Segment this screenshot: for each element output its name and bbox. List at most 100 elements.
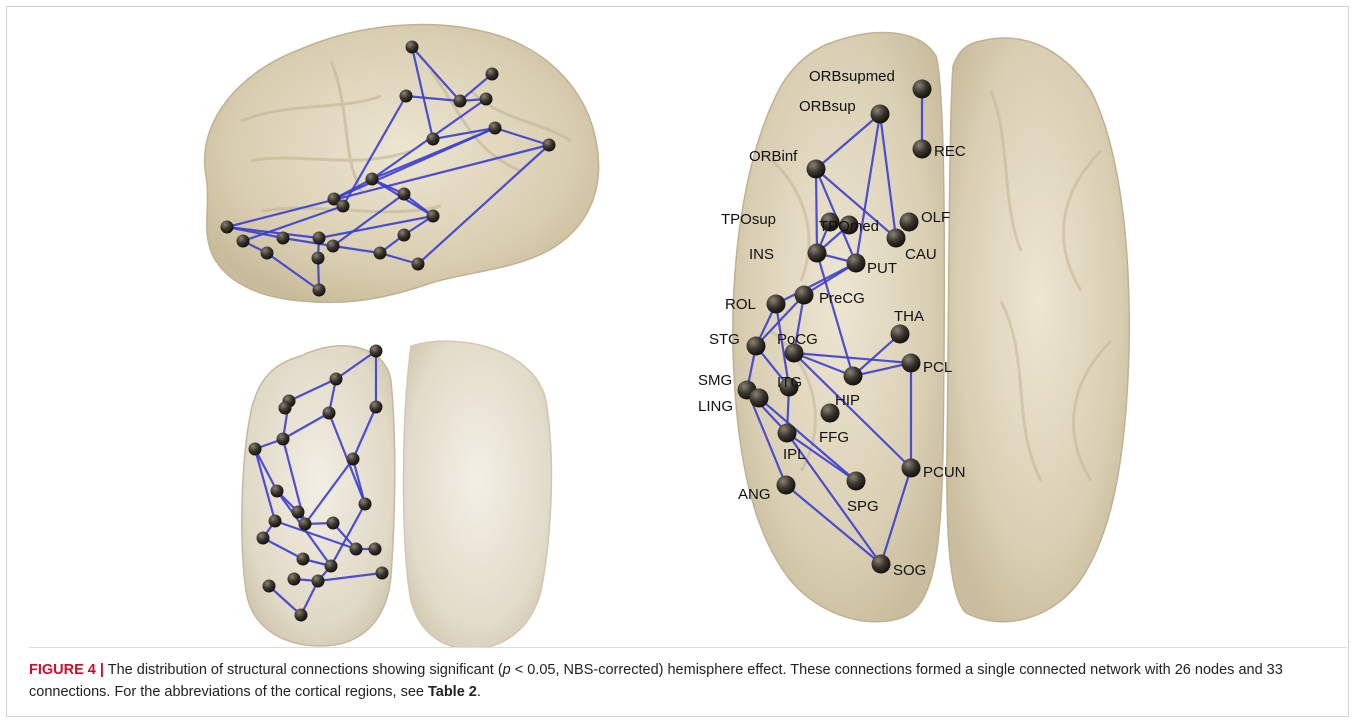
region-label-spg: SPG xyxy=(847,498,879,515)
sagittal-node xyxy=(400,90,413,103)
figure-label: FIGURE 4 | xyxy=(29,662,104,678)
axial-node xyxy=(913,80,932,99)
sagittal-node xyxy=(398,229,411,242)
coronal-node xyxy=(325,560,338,573)
coronal-node xyxy=(330,373,343,386)
sagittal-node xyxy=(374,247,387,260)
axial-node xyxy=(871,105,890,124)
axial-node xyxy=(777,476,796,495)
coronal-node xyxy=(279,402,292,415)
sagittal-node xyxy=(221,221,234,234)
coronal-node xyxy=(370,345,383,358)
coronal-node xyxy=(327,517,340,530)
coronal-left-hemisphere xyxy=(242,346,395,646)
axial-node xyxy=(847,254,866,273)
coronal-node xyxy=(370,401,383,414)
sagittal-node xyxy=(454,95,467,108)
region-label-smg: SMG xyxy=(698,372,732,389)
caption-p-symbol: p xyxy=(503,662,511,678)
region-label-put: PUT xyxy=(867,260,897,277)
coronal-node xyxy=(347,453,360,466)
sagittal-node xyxy=(337,200,350,213)
region-label-tha: THA xyxy=(894,308,924,325)
caption-text-end: . xyxy=(477,684,481,700)
sagittal-node xyxy=(486,68,499,81)
region-label-orbsup: ORBsup xyxy=(799,98,856,115)
axial-node xyxy=(913,140,932,159)
coronal-node xyxy=(369,543,382,556)
region-label-orbinf: ORBinf xyxy=(749,148,798,165)
coronal-node xyxy=(350,543,363,556)
sagittal-node xyxy=(277,232,290,245)
caption-table-reference[interactable]: Table 2 xyxy=(428,684,477,700)
sagittal-node xyxy=(327,240,340,253)
sagittal-node xyxy=(543,139,556,152)
region-label-pcun: PCUN xyxy=(923,464,966,481)
region-label-sog: SOG xyxy=(893,562,926,579)
axial-node xyxy=(872,555,891,574)
caption-text-start: The distribution of structural connectio… xyxy=(108,662,503,678)
coronal-node xyxy=(359,498,372,511)
axial-node xyxy=(887,229,906,248)
axial-node xyxy=(795,286,814,305)
axial-node xyxy=(902,354,921,373)
region-label-ffg: FFG xyxy=(819,429,849,446)
axial-node xyxy=(902,459,921,478)
region-label-itg: ITG xyxy=(777,374,802,391)
coronal-node xyxy=(376,567,389,580)
coronal-node xyxy=(271,485,284,498)
figure-panel: ORBsupmedORBsupRECORBinfTPOsupTPOmedOLFC… xyxy=(6,6,1349,717)
region-label-tpomed: TPOmed xyxy=(819,218,879,235)
axial-node xyxy=(847,472,866,491)
sagittal-node xyxy=(366,173,379,186)
axial-node xyxy=(844,367,863,386)
axial-edge xyxy=(816,169,817,253)
region-label-pocg: PoCG xyxy=(777,331,818,348)
coronal-node xyxy=(249,443,262,456)
axial-node xyxy=(778,424,797,443)
region-label-rec: REC xyxy=(934,143,966,160)
brain-network-figure: ORBsupmedORBsupRECORBinfTPOsupTPOmedOLFC… xyxy=(7,7,1350,647)
axial-node xyxy=(747,337,766,356)
axial-node xyxy=(891,325,910,344)
figure-caption: FIGURE 4 | The distribution of structura… xyxy=(29,659,1329,703)
sagittal-node xyxy=(412,258,425,271)
coronal-node xyxy=(323,407,336,420)
coronal-node xyxy=(263,580,276,593)
coronal-brain-view xyxy=(242,341,552,647)
sagittal-node xyxy=(489,122,502,135)
region-label-ipl: IPL xyxy=(783,446,806,463)
coronal-node xyxy=(297,553,310,566)
region-label-ins: INS xyxy=(749,246,774,263)
coronal-node xyxy=(299,518,312,531)
region-label-tposup: TPOsup xyxy=(721,211,776,228)
coronal-node xyxy=(269,515,282,528)
sagittal-node xyxy=(427,133,440,146)
region-label-ling: LING xyxy=(698,398,733,415)
sagittal-node xyxy=(480,93,493,106)
sagittal-node xyxy=(313,284,326,297)
region-label-ang: ANG xyxy=(738,486,771,503)
sagittal-node xyxy=(237,235,250,248)
sagittal-brain-view xyxy=(205,25,599,303)
sagittal-node xyxy=(261,247,274,260)
sagittal-node xyxy=(313,232,326,245)
region-label-hip: HIP xyxy=(835,392,860,409)
sagittal-node xyxy=(427,210,440,223)
axial-node xyxy=(750,389,769,408)
axial-right-hemisphere xyxy=(947,38,1129,622)
coronal-node xyxy=(312,575,325,588)
axial-node xyxy=(808,244,827,263)
coronal-node xyxy=(277,433,290,446)
region-label-pcl: PCL xyxy=(923,359,952,376)
caption-divider xyxy=(29,647,1347,648)
coronal-right-hemisphere xyxy=(404,341,552,647)
sagittal-node xyxy=(406,41,419,54)
region-label-stg: STG xyxy=(709,331,740,348)
coronal-node xyxy=(295,609,308,622)
axial-node xyxy=(807,160,826,179)
region-label-cau: CAU xyxy=(905,246,937,263)
coronal-node xyxy=(288,573,301,586)
sagittal-node xyxy=(312,252,325,265)
coronal-node xyxy=(292,506,305,519)
